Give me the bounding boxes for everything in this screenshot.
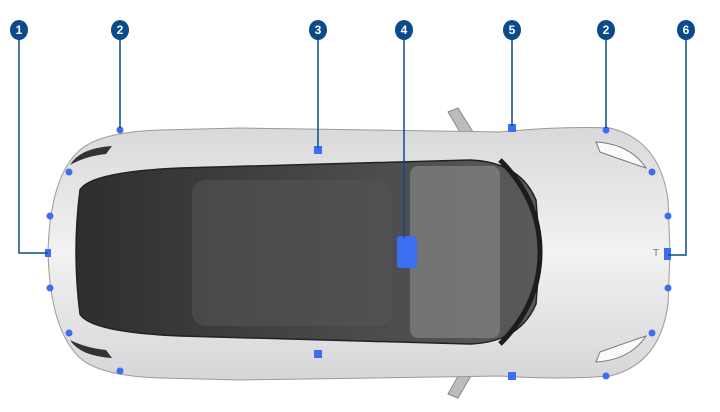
callout-5: 5 (503, 20, 521, 40)
front-radar (664, 248, 671, 260)
dashboard (410, 166, 500, 338)
camera-square (508, 124, 516, 132)
left-taillight (70, 146, 112, 165)
sensor-dot (602, 126, 610, 134)
callout-1: 1 (10, 20, 28, 40)
svg-text:6: 6 (683, 23, 690, 37)
callout-6: 6 (677, 20, 695, 40)
callout-2-rear: 2 (111, 20, 129, 40)
svg-text:2: 2 (117, 23, 124, 37)
sensor-dot (602, 372, 610, 380)
callout-4: 4 (395, 20, 413, 40)
sensor-dot (664, 212, 672, 220)
svg-text:5: 5 (509, 23, 516, 37)
camera-square (508, 372, 516, 380)
sensor-dot (46, 212, 54, 220)
leader-lines (18, 38, 687, 256)
svg-text:3: 3 (315, 23, 322, 37)
sensor-dot (116, 367, 124, 375)
callout-3: 3 (309, 20, 327, 40)
camera-square (314, 146, 322, 154)
sensor-dot (65, 329, 73, 337)
right-headlight (595, 335, 648, 363)
logo: T (653, 248, 659, 259)
sensor-dot (65, 168, 73, 176)
sensor-dot (116, 126, 124, 134)
callout-2-front: 2 (597, 20, 615, 40)
svg-text:2: 2 (603, 23, 610, 37)
sensor-dot (648, 329, 656, 337)
sensor-dot (648, 168, 656, 176)
camera-square (314, 350, 322, 358)
sensor-dot (664, 284, 672, 292)
svg-text:4: 4 (401, 23, 408, 37)
interior (192, 180, 392, 326)
svg-text:1: 1 (16, 23, 23, 37)
sensor-dot (46, 284, 54, 292)
left-headlight (595, 141, 648, 169)
windshield-camera (397, 236, 417, 268)
right-taillight (70, 340, 112, 358)
